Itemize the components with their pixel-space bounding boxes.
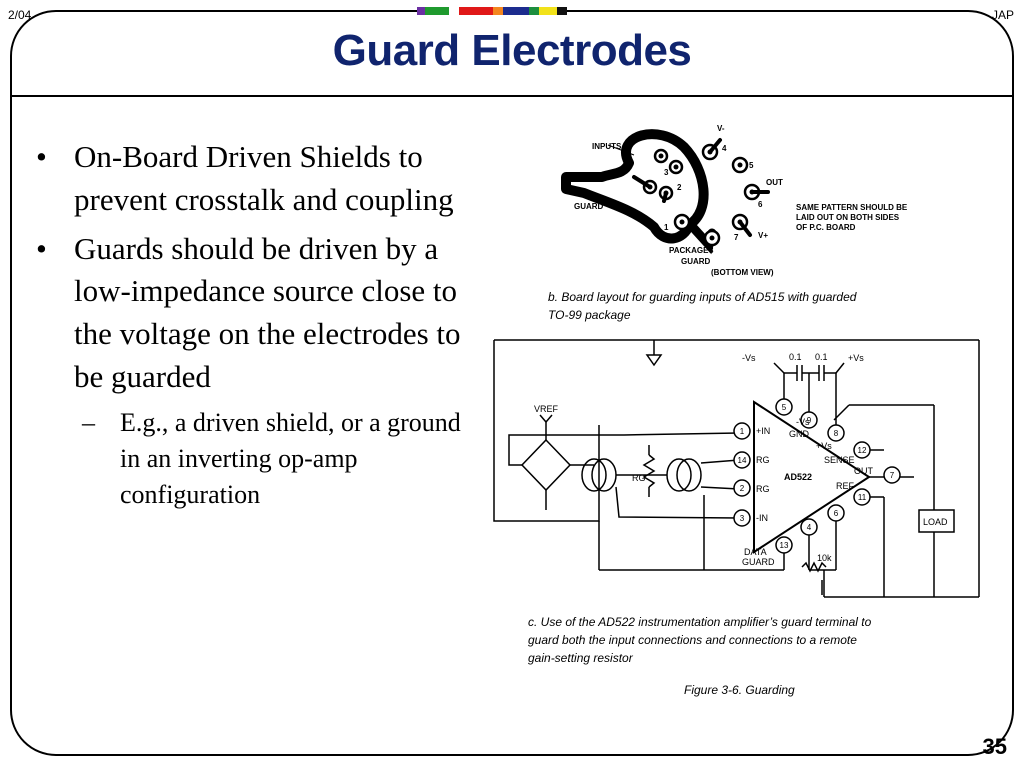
color-bar-segment	[417, 7, 425, 15]
pin-8-number: 8	[834, 429, 839, 438]
pin-number-labels: 5 9 8 12 7 11 6 4 13 1 14 2 3	[738, 403, 895, 550]
inputs-label: INPUTS	[592, 142, 622, 151]
in-plus-label: +IN	[756, 426, 770, 436]
color-bar-segment	[529, 7, 539, 15]
in-minus-label: -IN	[756, 513, 768, 523]
vs-plus-in-label: +Vs	[816, 441, 832, 451]
color-bar-segment	[459, 7, 493, 15]
pin-circles	[733, 398, 901, 554]
vplus-label: V+	[758, 231, 768, 240]
color-bar-segment	[503, 7, 529, 15]
pin-12-number: 12	[858, 446, 867, 455]
caption-b-line-1: b. Board layout for guarding inputs of A…	[548, 290, 857, 304]
note-line-3: OF P.C. BOARD	[796, 223, 856, 232]
vs-minus-in-label: -Vs	[796, 417, 810, 427]
color-bar-segment	[539, 7, 557, 15]
guard-ring-trace	[561, 129, 709, 244]
title-divider	[12, 95, 1012, 97]
sub-bullet-item: – E.g., a driven shield, or a ground in …	[82, 405, 466, 514]
vminus-label: V-	[717, 124, 725, 133]
slide-title: Guard Electrodes	[332, 26, 692, 75]
sub-bullet-dash: –	[82, 407, 95, 437]
color-bar-segment	[449, 7, 459, 15]
caption-c-line-3: gain-setting resistor	[528, 651, 634, 665]
sub-bullet-text: E.g., a driven shield, or a ground in an…	[120, 407, 461, 510]
pin-7-number: 7	[890, 471, 895, 480]
cap-2-label: 0.1	[815, 352, 828, 362]
pin-5-label: 5	[749, 161, 754, 170]
pin-5-number: 5	[782, 403, 787, 412]
bullet-dot: •	[36, 139, 47, 174]
ad522-chip	[753, 400, 871, 554]
page-number: 35	[982, 734, 1007, 759]
package-guard-label-1: PACKAGE	[669, 246, 709, 255]
pin-2-number: 2	[740, 484, 745, 493]
pin-4-number: 4	[807, 523, 812, 532]
bullet-item: • Guards should be driven by a low-imped…	[36, 228, 466, 399]
bullet-text: On-Board Driven Shields to prevent cross…	[74, 139, 454, 217]
data-guard-label-1: DATA	[744, 547, 767, 557]
guard-label: GUARD	[574, 202, 604, 211]
rg-pin-1-label: RG	[756, 455, 770, 465]
load-box	[918, 509, 955, 533]
sense-label: SENSE	[824, 455, 855, 465]
outer-wire-left	[493, 340, 600, 522]
bridge-sensor	[520, 438, 572, 492]
pin-3-label: 3	[664, 168, 669, 177]
pin-1-label: 1	[664, 223, 669, 232]
pin-4-label: 4	[722, 144, 727, 153]
load-label: LOAD	[923, 517, 948, 527]
pin-8-label: 8	[709, 246, 714, 255]
date-label: 2/04	[8, 8, 32, 22]
bullet-dot: •	[36, 230, 47, 266]
circuit-labels: -Vs +Vs 0.1 0.1 VREF RG AD522 +IN -IN RG…	[534, 352, 948, 567]
bullet-item: • On-Board Driven Shields to prevent cro…	[36, 136, 466, 222]
cap-1-label: 0.1	[789, 352, 802, 362]
color-bar-segment	[425, 7, 449, 15]
gnd-label: GND	[789, 429, 810, 439]
ad522-circuit	[493, 339, 980, 598]
vs-minus-label: -Vs	[742, 353, 756, 363]
chip-label: AD522	[784, 472, 812, 482]
color-bar-segment	[493, 7, 503, 15]
pin-1-number: 1	[740, 427, 745, 436]
board-layout-diagram	[561, 129, 770, 255]
pin-11-number: 11	[858, 493, 867, 502]
pin-7-label: 7	[734, 233, 739, 242]
caption-c-line-2: guard both the input connections and con…	[528, 633, 857, 647]
pin-13-number: 13	[780, 541, 789, 550]
figure-label: Figure 3-6. Guarding	[684, 683, 795, 697]
package-guard-label-2: GUARD	[681, 257, 711, 266]
out-label: OUT	[766, 178, 783, 187]
out-pin-label: OUT	[854, 466, 874, 476]
bottom-view-label: (BOTTOM VIEW)	[711, 268, 774, 277]
ref-label: REF	[836, 481, 855, 491]
rg-pin-2-label: RG	[756, 484, 770, 494]
rg-label: RG	[632, 473, 646, 483]
note-line-2: LAID OUT ON BOTH SIDES	[796, 213, 900, 222]
color-bar-segment	[557, 7, 567, 15]
pin-14-number: 14	[738, 456, 747, 465]
pin-6-label: 6	[758, 200, 763, 209]
caption-b-line-2: TO-99 package	[548, 308, 631, 322]
guarding-figure: INPUTS GUARD PACKAGE GUARD (BOTTOM VIEW)…	[493, 124, 980, 697]
note-line-1: SAME PATTERN SHOULD BE	[796, 203, 908, 212]
caption-c-line-1: c. Use of the AD522 instrumentation ampl…	[528, 615, 872, 629]
data-guard-label-2: GUARD	[742, 557, 775, 567]
pin-9-number: 9	[807, 416, 812, 425]
pin-6-number: 6	[834, 509, 839, 518]
vs-plus-label: +Vs	[848, 353, 864, 363]
board-layout-labels: INPUTS GUARD PACKAGE GUARD (BOTTOM VIEW)…	[574, 124, 908, 277]
vref-label: VREF	[534, 404, 559, 414]
bullet-text: Guards should be driven by a low-impedan…	[74, 230, 461, 394]
pin-2-label: 2	[677, 183, 682, 192]
pot-label: 10k	[817, 553, 832, 563]
bullet-list: • On-Board Driven Shields to prevent cro…	[36, 136, 466, 514]
author-label: JAP	[991, 8, 1014, 22]
pin-3-number: 3	[740, 514, 745, 523]
